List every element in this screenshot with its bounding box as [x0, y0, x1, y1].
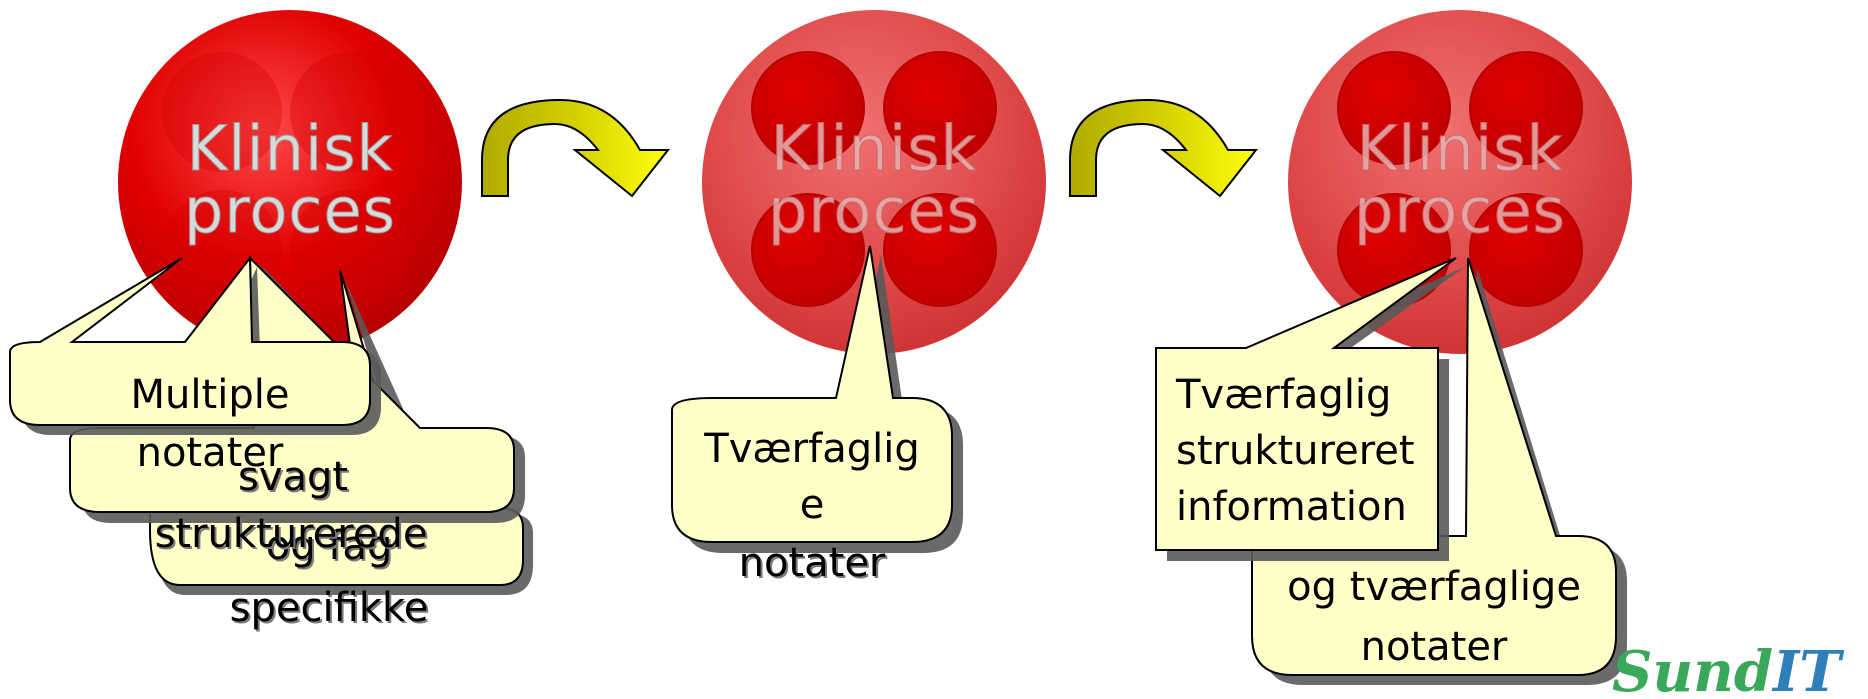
circle-label-line2: proces: [184, 174, 396, 247]
callout-tvaerfaglige-line1: Tværfaglig: [703, 426, 919, 472]
callout-tvaerfaglige-line2: e: [800, 482, 825, 528]
logo-part-it: IT: [1771, 639, 1845, 699]
callout-svagt-line2: strukturerede: [155, 511, 428, 557]
circle-label-line1: Klinisk: [187, 112, 394, 185]
callout-multiple-line2: notater: [137, 430, 284, 476]
callout-struktureret-line2: struktureret: [1176, 428, 1415, 474]
callout-og-tvaerfaglige-line1: og tværfaglige: [1287, 564, 1581, 610]
curved-arrow-1: [481, 98, 671, 198]
callout-struktureret-line1: Tværfaglig: [1175, 372, 1391, 418]
stage-1: Klinisk proces og fag og fag specifikke …: [9, 10, 533, 633]
circle-label-line2: proces: [768, 174, 980, 247]
stage-2: Klinisk proces Tværfaglig e notater nota…: [671, 10, 1046, 588]
callout-tvaerfaglige-line3-shadow: notater: [741, 542, 888, 588]
stage-3: Klinisk proces og tværfaglige notater Tv…: [1155, 10, 1632, 685]
circle-label-line1: Klinisk: [1357, 112, 1564, 185]
callout-fag-line1-shadow: og fag: [268, 525, 395, 571]
callout-tvaerfaglige-notater: Tværfaglig e notater notater: [671, 245, 963, 588]
sundit-logo: SundIT: [1612, 639, 1845, 699]
callout-og-tvaerfaglige-line2: notater: [1361, 624, 1508, 670]
curved-arrow-2: [1069, 98, 1259, 198]
callout-struktureret-line3: information: [1176, 484, 1407, 530]
callout-og-tvaerfaglige-notater: og tværfaglige notater: [1251, 257, 1627, 685]
callout-multiple-line1: Multiple: [131, 372, 290, 418]
circle-label-line1: Klinisk: [771, 112, 978, 185]
circle-label-line2: proces: [1354, 174, 1566, 247]
callout-svagt-line1-shadow: svagt: [240, 456, 350, 502]
clinical-process-circle-2: Klinisk proces: [702, 10, 1046, 354]
callout-fag-line2-shadow: specifikke: [232, 587, 431, 633]
callout-fag-line1: og fag: [266, 523, 393, 569]
callout-multiple-notater: Multiple notater: [9, 255, 381, 476]
svg-text:SundIT: SundIT: [1612, 639, 1845, 699]
clinical-process-circle-3: Klinisk proces: [1288, 10, 1632, 354]
callout-svagt-line2-shadow: strukturerede: [157, 513, 430, 559]
logo-part-sund: Sund: [1612, 639, 1773, 699]
clinical-process-circle-1: Klinisk proces: [118, 10, 462, 354]
callout-tvaerfaglige-line3: notater: [739, 540, 886, 586]
callout-fag-line2: specifikke: [230, 585, 429, 631]
callout-struktureret-information: Tværfaglig struktureret information: [1155, 257, 1465, 561]
callout-svagt-line1: svagt: [238, 454, 348, 500]
